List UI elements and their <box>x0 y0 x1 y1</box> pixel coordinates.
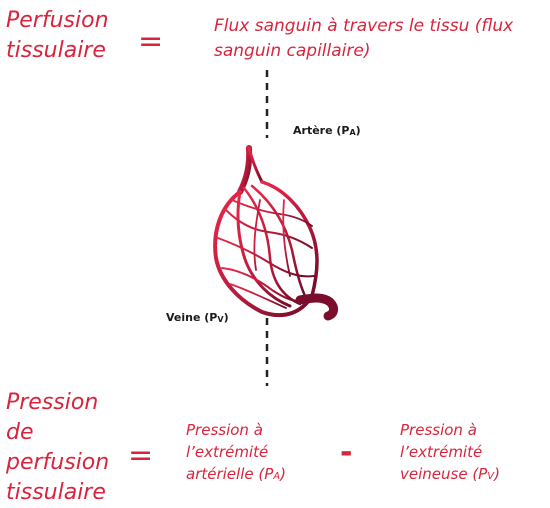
arterial-pressure-term: Pression à l’extrémité artérielle (PA) <box>186 419 326 488</box>
artery-label: Artère (PA) <box>293 124 361 137</box>
pressure-title: Pression de perfusion tissulaire <box>6 388 126 508</box>
venous-pressure-term: Pression à l’extrémité veineuse (PV) <box>400 419 550 488</box>
vein-label: Veine (PV) <box>166 311 229 324</box>
capillary-bed-icon <box>215 148 333 316</box>
equals-sign-bottom: = <box>128 441 153 471</box>
minus-sign: - <box>340 438 352 468</box>
